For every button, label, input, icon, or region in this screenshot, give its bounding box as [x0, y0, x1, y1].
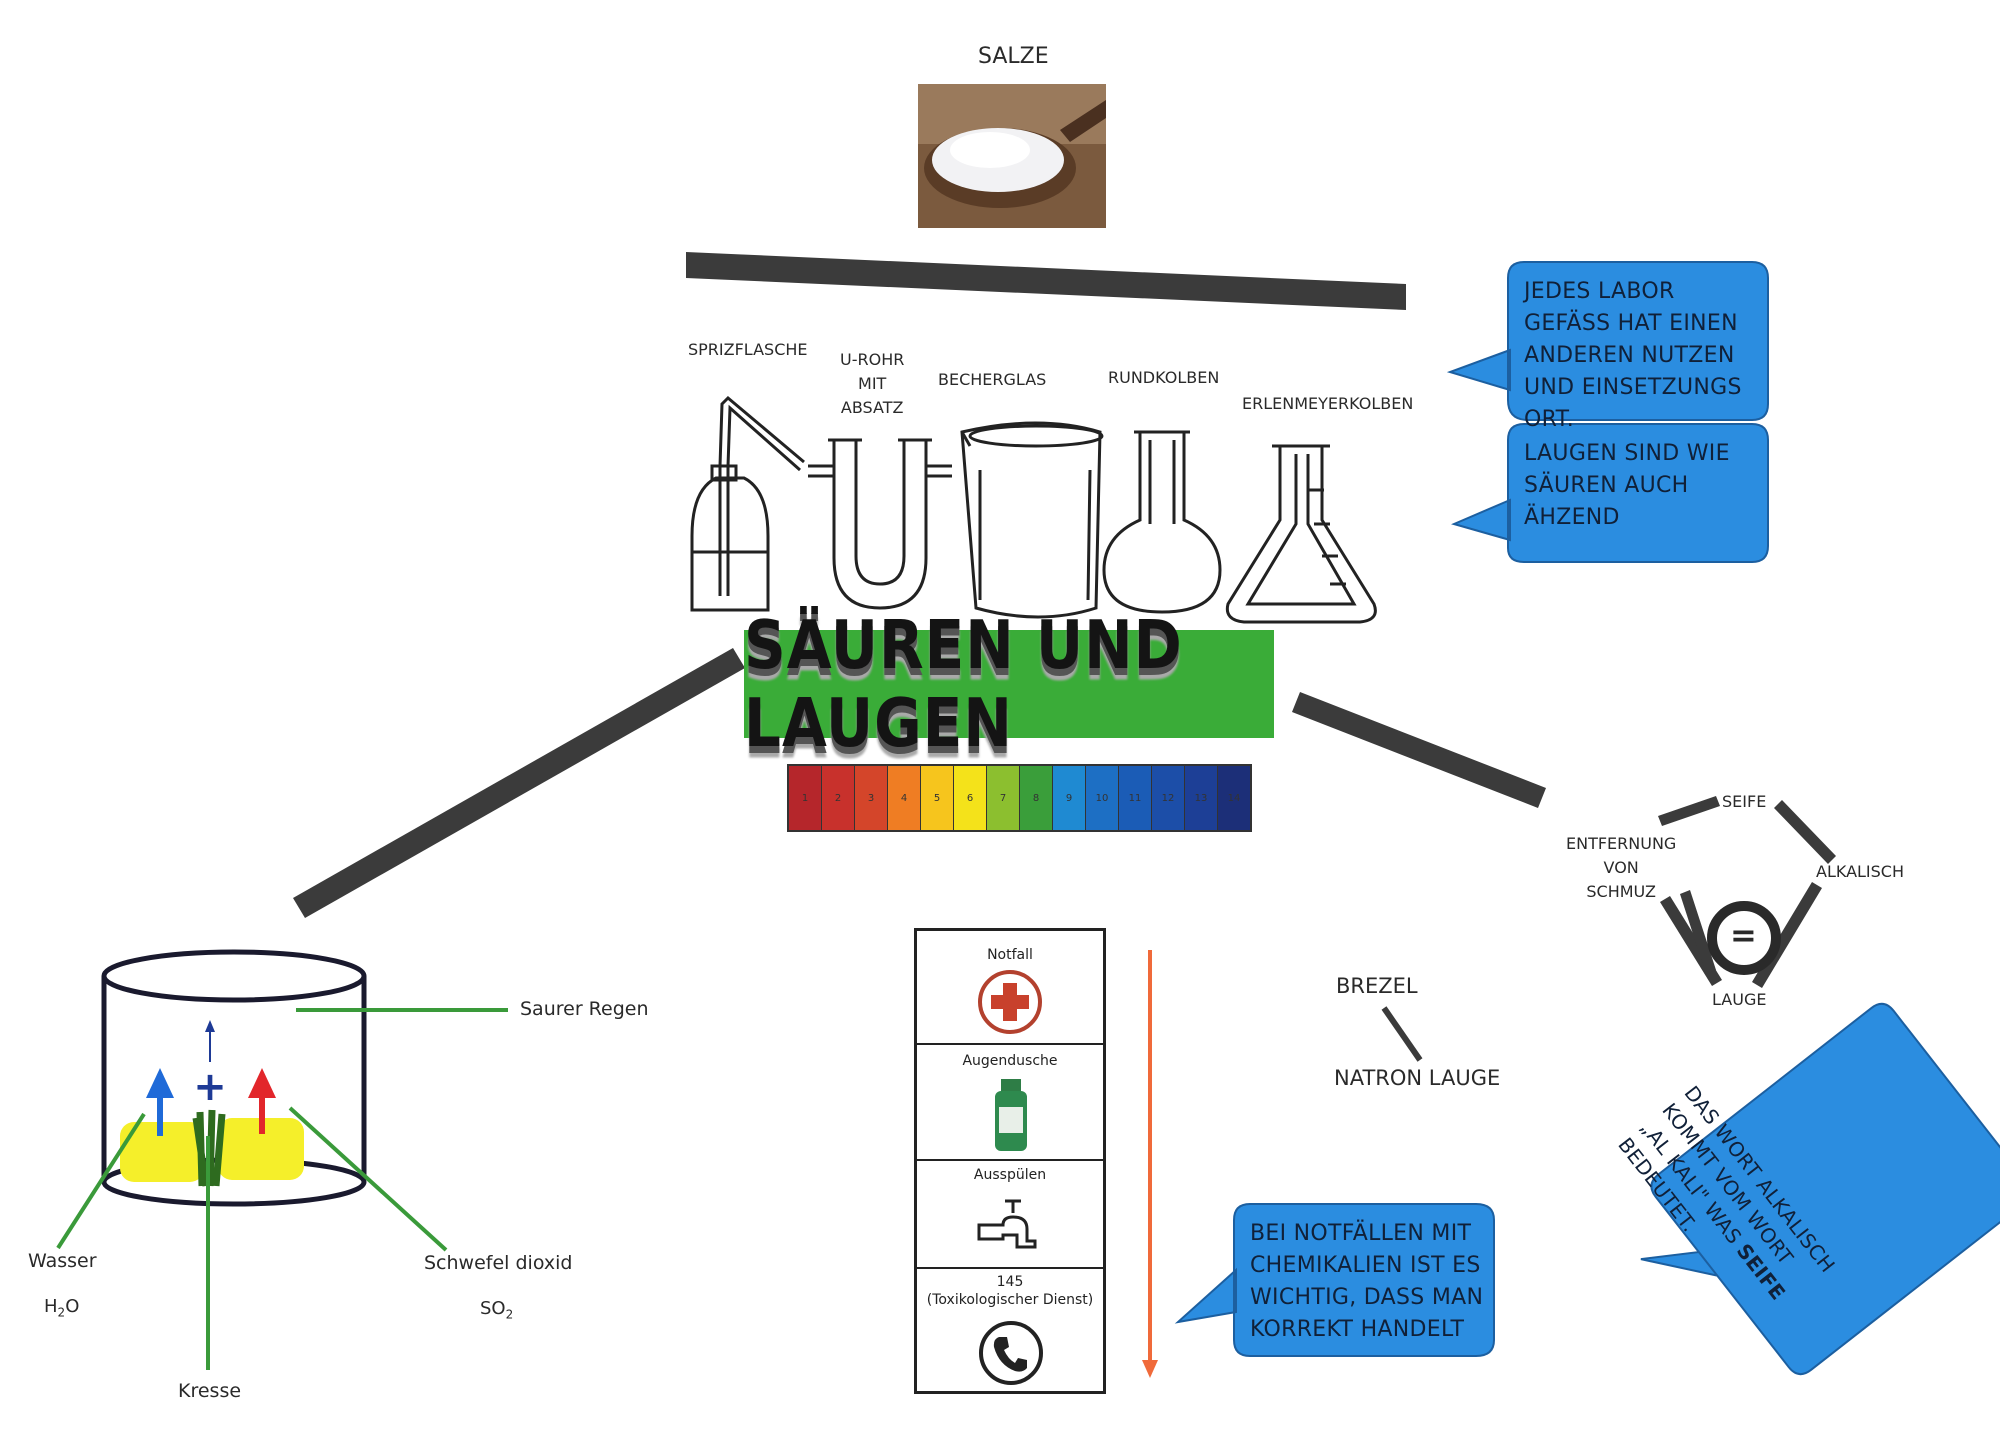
experiment-jar-icon: + — [56, 949, 508, 1370]
label-natron-lauge: NATRON LAUGE — [1334, 1066, 1501, 1090]
eye-wash-bottle-icon — [995, 1079, 1027, 1151]
ph-cell: 8 — [1020, 766, 1053, 830]
label-becherglas: BECHERGLAS — [938, 370, 1047, 389]
safety-caption-notfall: Notfall — [987, 947, 1033, 963]
label-brezel: BREZEL — [1336, 974, 1418, 998]
so2-sub: 2 — [505, 1307, 514, 1322]
label-sprizflasche: SPRIZFLASCHE — [688, 340, 808, 359]
label-rundkolben: RUNDKOLBEN — [1108, 368, 1220, 387]
speech-bubble-labor — [1446, 261, 1769, 421]
ph-cell: 9 — [1053, 766, 1086, 830]
speech-bubble-notfall — [1174, 1203, 1495, 1357]
water-tap-icon — [977, 1199, 1037, 1249]
salt-spoon-image — [918, 84, 1106, 228]
round-flask-icon — [1102, 430, 1222, 614]
safety-row-toxikologie: 145 (Toxikologischer Dienst) — [917, 1267, 1103, 1391]
cycle-label-alkalisch: ALKALISCH — [1816, 862, 1905, 881]
title-banner: SÄUREN UND LAUGEN — [744, 606, 1274, 762]
so2-so: SO — [480, 1298, 506, 1319]
ph-cell: 3 — [855, 766, 888, 830]
connector-bar-right — [1292, 692, 1546, 808]
salze-title: SALZE — [978, 44, 1049, 69]
speech-bubble-laugen — [1451, 423, 1769, 563]
label-erlenmeyerkolben: ERLENMEYERKOLBEN — [1242, 394, 1414, 413]
safety-caption-toxikologie: 145 (Toxikologischer Dienst) — [926, 1274, 1094, 1308]
first-aid-icon — [978, 970, 1042, 1034]
erlenmeyer-flask-icon — [1225, 444, 1377, 624]
beaker-icon — [960, 421, 1104, 619]
formula-so2: SO2 — [480, 1298, 513, 1322]
formula-h2o: H2O — [44, 1296, 79, 1320]
wash-bottle-icon — [690, 395, 805, 612]
label-saurer-regen: Saurer Regen — [520, 998, 649, 1020]
ph-cell: 2 — [822, 766, 855, 830]
ph-cell: 4 — [888, 766, 921, 830]
cycle-label-entfernung: ENTFERNUNG VON SCHMUZ — [1566, 834, 1677, 901]
safety-caption-ausspuelen: Ausspülen — [973, 1167, 1047, 1183]
safety-panel: Notfall Augendusche Ausspülen 145 (Toxik… — [914, 928, 1106, 1394]
seife-cycle-diagram — [1658, 796, 1836, 988]
cycle-label-seife: SEIFE — [1722, 792, 1767, 811]
safety-row-notfall: Notfall — [917, 931, 1103, 1045]
ph-cell: 11 — [1119, 766, 1152, 830]
ph-cell: 5 — [921, 766, 954, 830]
orange-down-arrow — [1142, 950, 1158, 1378]
label-kresse: Kresse — [178, 1380, 242, 1402]
label-schwefel-dioxid: Schwefel dioxid — [424, 1252, 573, 1274]
cycle-equals-symbol: = — [1730, 916, 1757, 954]
ph-cell: 6 — [954, 766, 987, 830]
label-u-rohr: U-ROHR MIT ABSATZ — [840, 350, 905, 417]
ph-cell: 14 — [1218, 766, 1250, 830]
ph-cell: 7 — [987, 766, 1020, 830]
h2o-h: H — [44, 1296, 58, 1317]
speech-bubble-alkali — [1640, 1002, 2000, 1376]
bubble-text-labor: JEDES LABOR GEFÄSS HAT EINEN ANDEREN NUT… — [1524, 279, 1742, 432]
h2o-o: O — [65, 1296, 80, 1317]
connector-bar-left — [293, 648, 745, 918]
ph-cell: 13 — [1185, 766, 1218, 830]
label-wasser: Wasser — [28, 1250, 97, 1272]
connector-bar-top — [686, 252, 1406, 310]
ph-cell: 1 — [789, 766, 822, 830]
brezel-connector — [1381, 1006, 1423, 1062]
safety-row-augendusche: Augendusche — [917, 1043, 1103, 1161]
cycle-label-lauge: LAUGE — [1712, 990, 1767, 1009]
svg-text:+: + — [193, 1064, 227, 1110]
bubble-text-notfall: BEI NOTFÄLLEN MIT CHEMIKALIEN IST ES WIC… — [1250, 1221, 1484, 1342]
page-title: SÄUREN UND LAUGEN — [744, 605, 1183, 763]
phone-icon — [979, 1321, 1043, 1385]
safety-caption-augendusche: Augendusche — [962, 1053, 1058, 1069]
h2o-sub: 2 — [57, 1305, 66, 1320]
bubble-text-laugen: LAUGEN SIND WIE SÄUREN AUCH ÄHZEND — [1524, 441, 1730, 530]
u-tube-icon — [808, 438, 952, 610]
ph-cell: 12 — [1152, 766, 1185, 830]
ph-cell: 10 — [1086, 766, 1119, 830]
safety-row-ausspuelen: Ausspülen — [917, 1159, 1103, 1269]
